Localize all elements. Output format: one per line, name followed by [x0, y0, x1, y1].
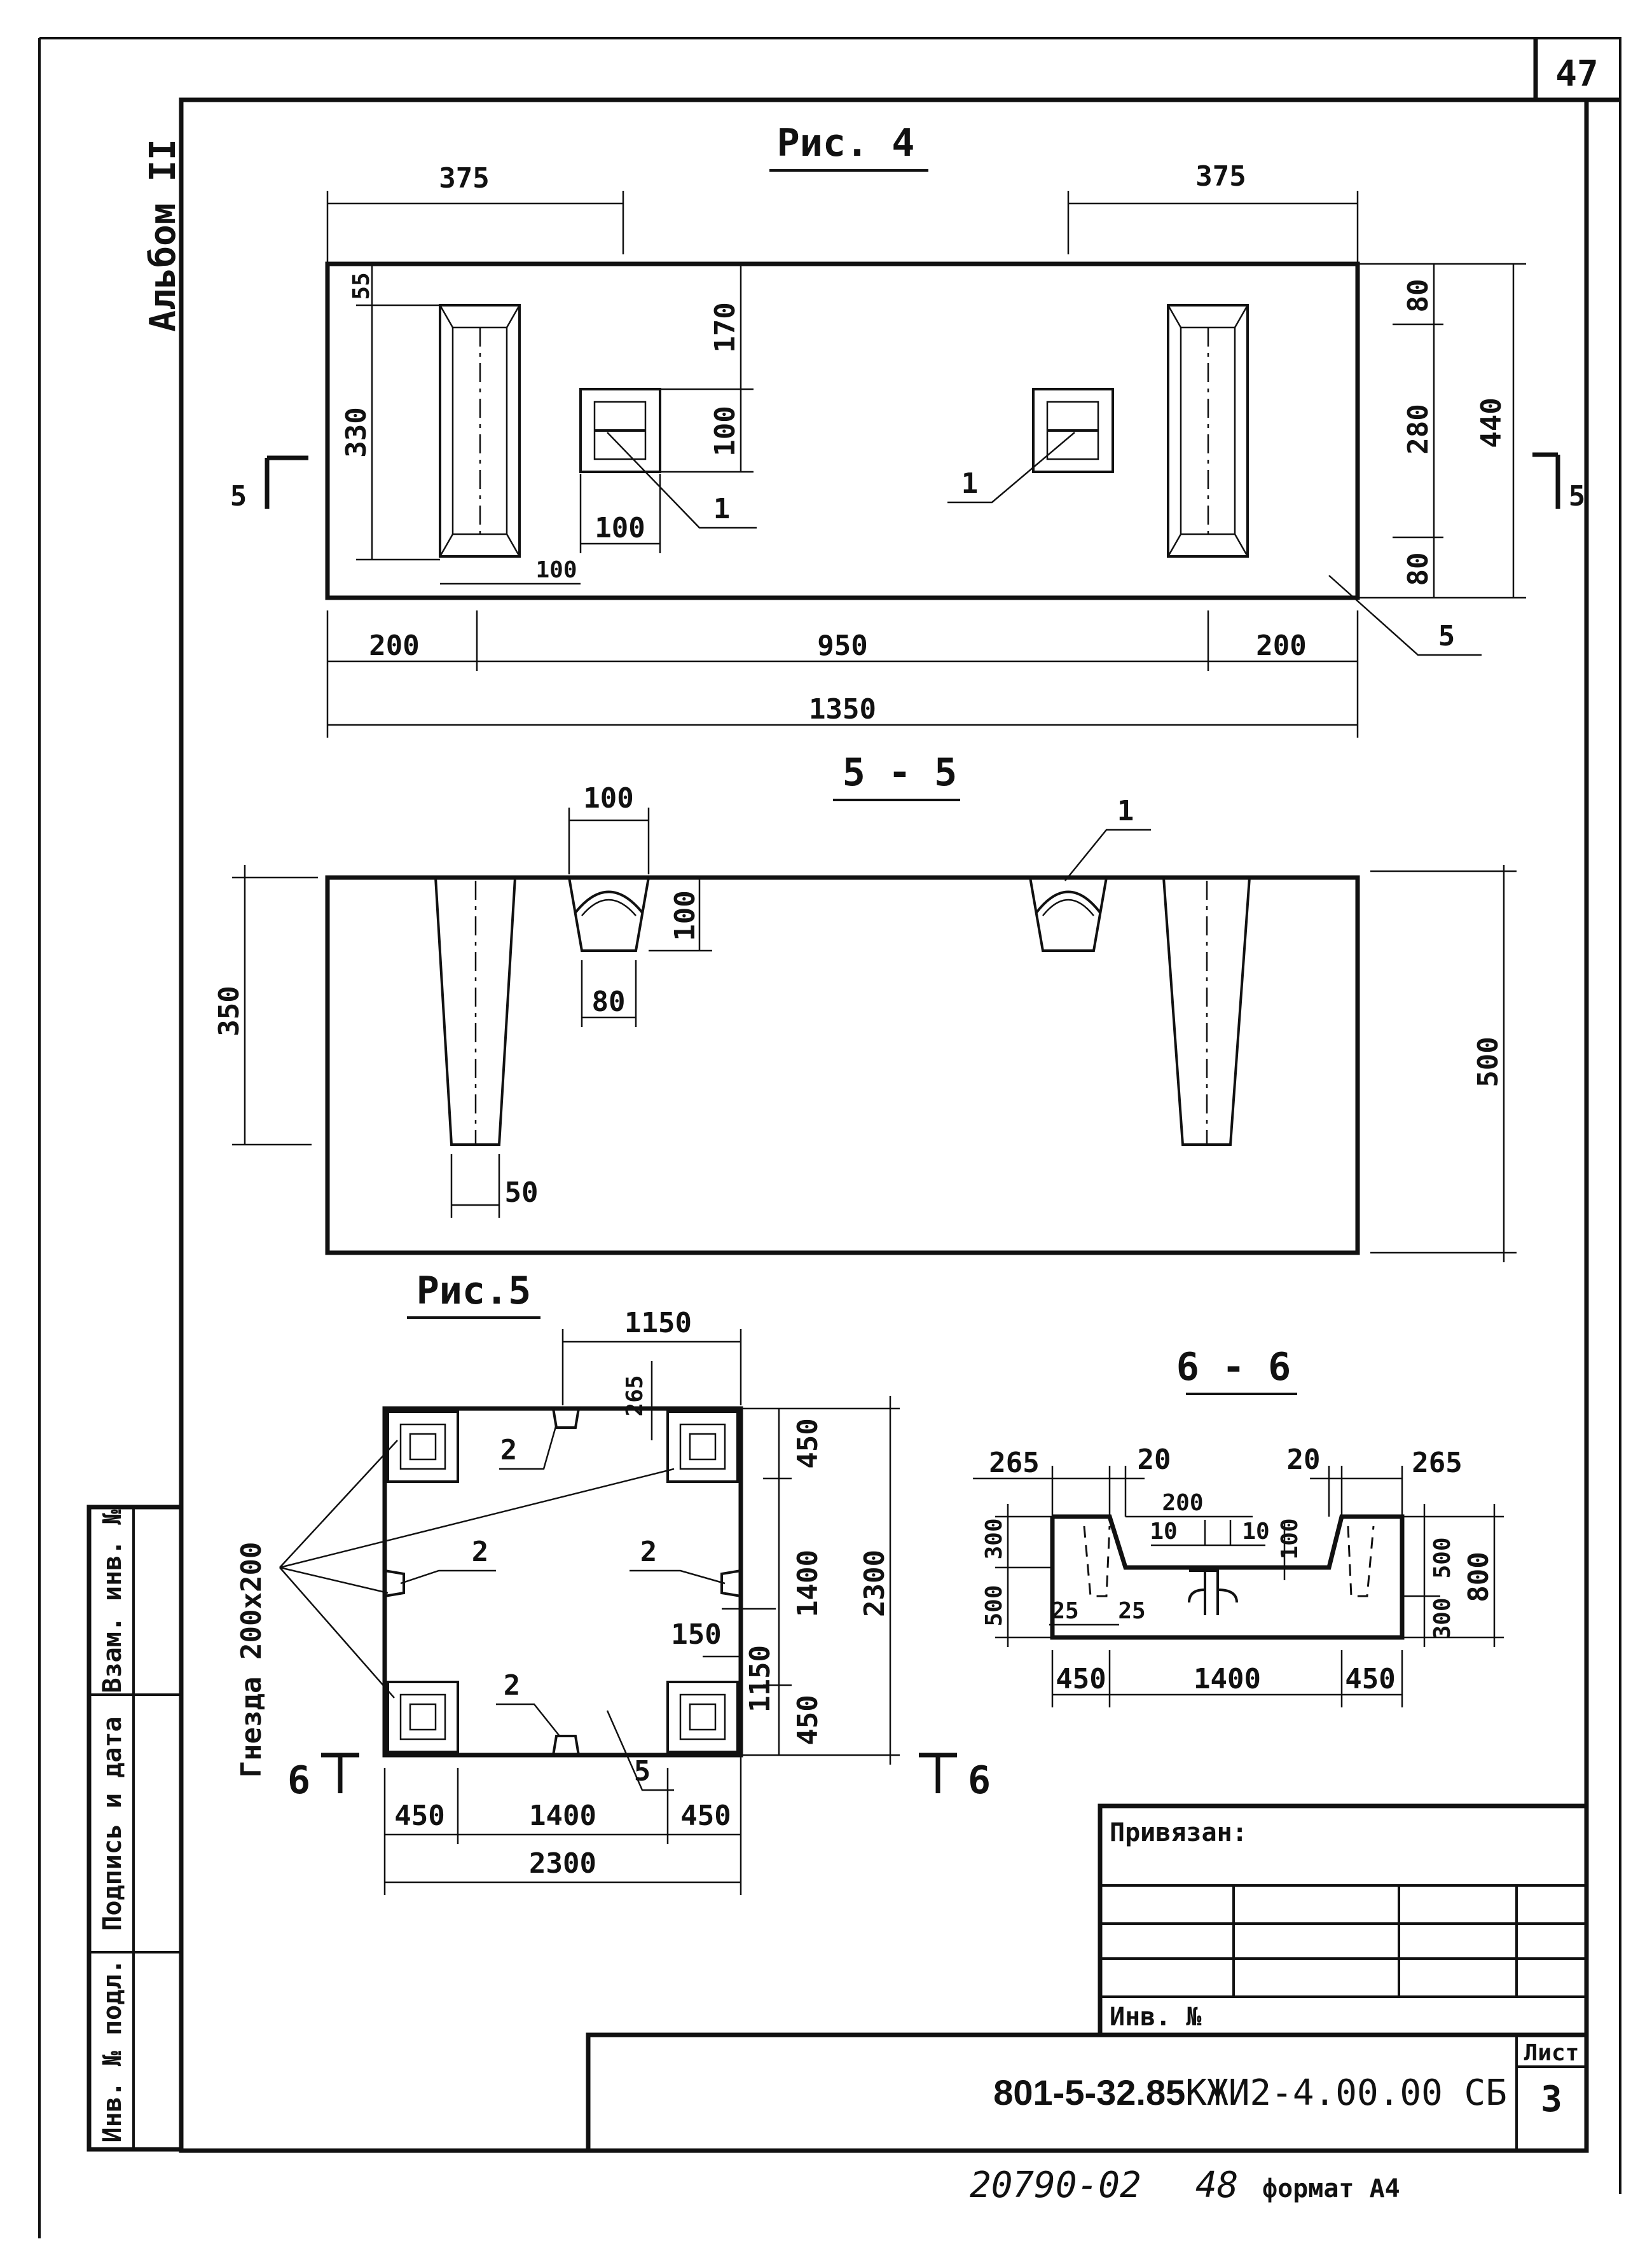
sec66-dim-25-left: 25: [1051, 1598, 1078, 1624]
footer-doc-number: 20790-02: [970, 2165, 1141, 2206]
fig4-dim-80-bottom: 80: [1402, 553, 1435, 586]
fig5-section-mark-left: 6: [287, 1758, 310, 1803]
sheet-frame: [38, 37, 1621, 2238]
fig5-callout-5: 5: [634, 1755, 651, 1788]
fig5-dim-1400-vertical: 1400: [792, 1550, 824, 1617]
fig5-dim-150: 150: [671, 1618, 721, 1651]
fig4-dim-330: 330: [340, 407, 373, 457]
sec66-dim-10-left: 10: [1150, 1519, 1177, 1545]
fig4-dim-100-bottom: 100: [535, 557, 577, 583]
fig4-dim-280: 280: [1402, 404, 1435, 454]
fig5-section-mark-right: 6: [968, 1758, 991, 1803]
title-sheet-label: Лист: [1524, 2040, 1580, 2066]
fig4-dim-80-top: 80: [1402, 279, 1435, 313]
sec55-elevation: [325, 875, 1360, 1255]
fig4-dim-375-right: 375: [1195, 160, 1246, 193]
title-bound-label: Привязан:: [1110, 1818, 1248, 1847]
fig4-dim-100-vertical: 100: [709, 406, 741, 456]
fig4-dim-950: 950: [817, 630, 867, 662]
title-sheet-value: 3: [1541, 2079, 1562, 2120]
corner-sheet-number: 47: [1555, 53, 1598, 95]
sec66-dim-500-left: 500: [981, 1585, 1007, 1626]
album-label: Альбом II: [142, 139, 184, 331]
sec66-dim-450-left: 450: [1056, 1663, 1106, 1695]
fig5-callout-2-left: 2: [472, 1536, 489, 1568]
sec66-dim-300-left: 300: [981, 1518, 1007, 1559]
title-doc-code: 801-5-32.85КЖИ2-4.00.00 СБ: [993, 2072, 1507, 2114]
sec55-dimensions: [232, 808, 1517, 1262]
title-doc-code-rest: КЖИ2-4.00.00 СБ: [1185, 2072, 1507, 2114]
fig4-dim-440: 440: [1475, 397, 1508, 448]
footer-number: 48: [1195, 2165, 1238, 2206]
fig4-dimensions: [265, 191, 1560, 738]
sec66-dim-100: 100: [1277, 1518, 1303, 1559]
fig5-callout-2-right: 2: [640, 1536, 657, 1568]
side-stamp: [86, 1505, 184, 2152]
stamp-inv-original: Инв. № подл.: [98, 1959, 127, 2143]
sec55-title: 5 - 5: [843, 750, 958, 795]
sec66-dimensions: [973, 1466, 1504, 1707]
fig4-callout-5: 5: [1438, 620, 1456, 652]
fig4-dim-1350: 1350: [809, 693, 876, 726]
sec66-dim-500-right: 500: [1429, 1537, 1456, 1578]
fig5-dimensions: [279, 1329, 957, 1895]
fig5-dim-265: 265: [622, 1375, 648, 1416]
fig4-dim-200-right: 200: [1256, 630, 1306, 662]
title-doc-code-bold: 801-5-32.85: [993, 2072, 1185, 2112]
fig5-dim-1150-vertical: 1150: [744, 1645, 776, 1712]
fig4-dim-100-horizontal: 100: [595, 512, 645, 544]
sec66-dim-20-left: 20: [1138, 1443, 1171, 1476]
fig5-dim-450-bottom-left: 450: [394, 1800, 444, 1832]
sec55-callout-1: 1: [1117, 795, 1134, 827]
fig4-dim-200-left: 200: [369, 630, 419, 662]
sec55-dim-50: 50: [505, 1176, 539, 1209]
sec66-dim-1400: 1400: [1194, 1663, 1261, 1695]
fig5-plan: [382, 1406, 743, 1758]
fig4-plan: [325, 261, 1360, 600]
fig5-callout-2-top: 2: [500, 1434, 518, 1466]
sec66-dim-450-right: 450: [1345, 1663, 1395, 1695]
fig4-title: Рис. 4: [777, 121, 915, 165]
footer-format: формат А4: [1262, 2174, 1400, 2203]
stamp-signature-date: Подпись и дата: [98, 1716, 127, 1931]
fig5-dim-450-right-bottom: 450: [792, 1695, 824, 1745]
fig5-dim-450-right-top: 450: [792, 1418, 824, 1468]
sec55-dim-100-vertical: 100: [669, 890, 701, 940]
title-inv-label: Инв. №: [1110, 2002, 1202, 2032]
fig4-dim-170: 170: [709, 302, 741, 352]
fig5-title: Рис.5: [416, 1269, 532, 1313]
stamp-replaced-inv: Взам. инв. №: [98, 1510, 127, 1693]
fig5-dim-2300-horizontal: 2300: [529, 1847, 596, 1880]
sec55-dim-100-top: 100: [583, 782, 633, 815]
sec66-dim-25-right: 25: [1118, 1598, 1145, 1624]
fig4-callout-1-right: 1: [961, 467, 979, 500]
sec66-dim-20-right: 20: [1287, 1443, 1321, 1476]
sec66-title: 6 - 6: [1176, 1345, 1291, 1389]
sec55-dim-500: 500: [1472, 1037, 1504, 1087]
sec66-dim-800: 800: [1463, 1552, 1495, 1602]
fig4-section-mark-left: 5: [230, 480, 247, 513]
sec66-dim-300-right: 300: [1429, 1597, 1456, 1639]
sec55-dim-350: 350: [213, 986, 245, 1036]
fig4-callout-1-left: 1: [713, 493, 731, 525]
fig5-dim-450-bottom-right: 450: [680, 1800, 731, 1832]
fig4-dim-55: 55: [348, 272, 375, 300]
sec66-dim-265-left: 265: [989, 1447, 1039, 1479]
fig4-dim-375-left: 375: [439, 162, 489, 195]
fig4-section-mark-right: 5: [1569, 480, 1586, 513]
sec66-dim-265-right: 265: [1412, 1447, 1462, 1479]
sec66-dim-200: 200: [1162, 1490, 1203, 1516]
fig5-nest-label: Гнезда 200х200: [235, 1542, 268, 1778]
sec66-elevation: [1050, 1514, 1405, 1640]
sec55-dim-80: 80: [592, 986, 626, 1018]
fig5-dim-1150-top: 1150: [624, 1307, 692, 1339]
sec66-dim-10-right: 10: [1242, 1519, 1269, 1545]
fig5-callout-2-bottom: 2: [504, 1669, 521, 1702]
title-block: [586, 1803, 1589, 2153]
fig5-dim-1400-horizontal: 1400: [529, 1800, 596, 1832]
fig5-dim-2300-vertical: 2300: [858, 1550, 891, 1617]
